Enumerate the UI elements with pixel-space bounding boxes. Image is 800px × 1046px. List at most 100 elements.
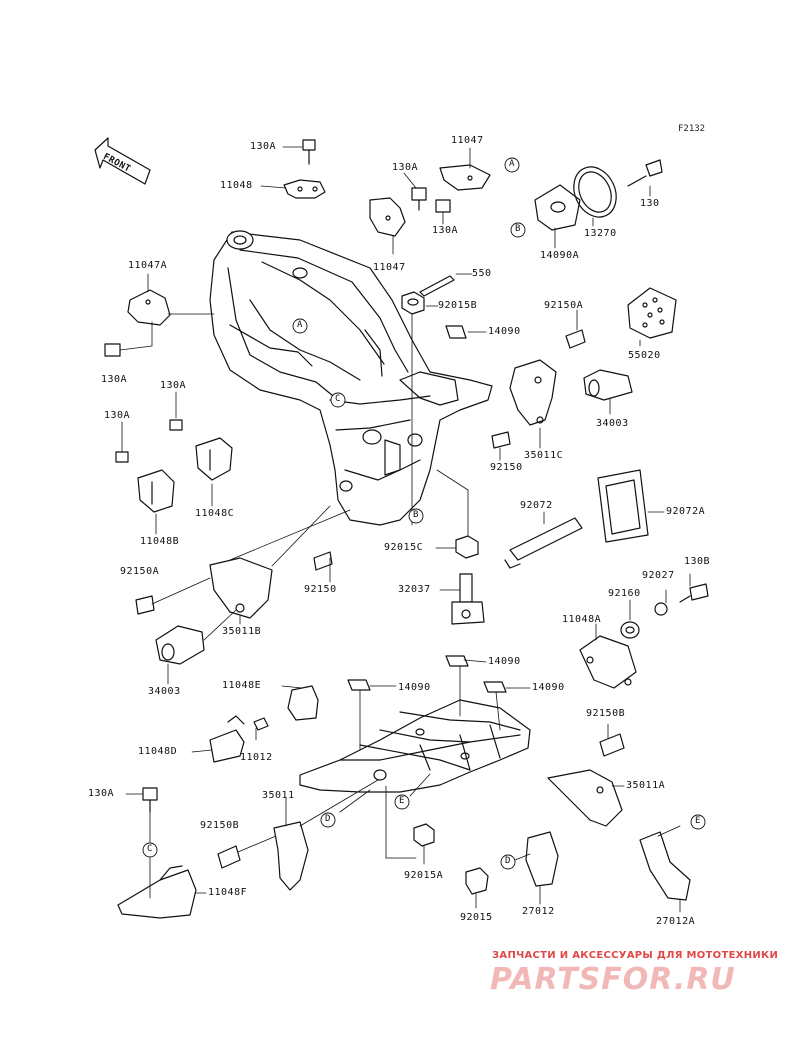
damper-32037 [451,573,485,625]
bracket-11047-mid [369,197,406,237]
nut-92015 [465,867,489,895]
part-11048F: 11048F [208,887,248,898]
bracket-11048A [579,635,637,689]
main-frame [209,230,493,526]
part-92015C: 92015C [384,542,424,553]
bracket-35011C [509,359,557,426]
pad-14090-a [445,325,467,339]
grommet-92160 [620,621,640,639]
bolt-130A-l3 [115,451,129,463]
bolt-92150A-left [135,595,155,615]
part-92150-mid: 92150 [490,462,523,473]
part-130-right: 130 [640,198,660,209]
bolt-92150-mid [491,431,511,449]
part-13270: 13270 [584,228,617,239]
bolt-130A-mid2 [435,199,451,213]
part-27012: 27012 [522,906,555,917]
bracket-11047-top [439,164,491,191]
part-55020: 55020 [628,350,661,361]
part-130A-mid: 130A [392,162,419,173]
part-92150B-right: 92150B [586,708,626,719]
callout-b-1: B [515,224,521,234]
part-11048E: 11048E [222,680,262,691]
footpeg-55020 [627,287,677,339]
bracket-11048B [137,469,175,513]
part-11048A: 11048A [562,614,602,625]
part-92150B-left: 92150B [200,820,240,831]
callout-c-2: C [147,844,153,854]
part-32037: 32037 [398,584,431,595]
strap-92072 [504,517,583,569]
bolt-130A-mid [411,187,427,211]
nut-92015A [413,823,435,847]
callout-d-1: D [325,814,331,824]
bolt-130A-l2 [169,419,183,431]
callout-d-2: D [505,856,511,866]
seal-13270 [573,166,617,218]
bolt-130B [679,583,709,603]
bracket-11048 [283,179,326,199]
pad-14090-c [347,679,371,691]
part-35011A: 35011A [626,780,666,791]
part-11048B: 11048B [140,536,180,547]
part-11047A: 11047A [128,260,168,271]
bolt-92150A-right [565,329,586,349]
part-92160: 92160 [608,588,641,599]
bolt-92150B-left [217,845,241,869]
bracket-11048E [287,685,319,721]
part-11047-top: 11047 [451,135,484,146]
front-arrow-icon [94,137,151,185]
gasket-14090A [534,184,581,231]
part-14090-b: 14090 [488,656,521,667]
part-130A-left: 130A [101,374,128,385]
part-11048C: 11048C [195,508,235,519]
part-130A-mid2: 130A [432,225,459,236]
part-92150-left: 92150 [304,584,337,595]
part-130A-l3: 130A [104,410,131,421]
part-130A-bottom: 130A [88,788,115,799]
part-14090-c: 14090 [398,682,431,693]
part-14090-a: 14090 [488,326,521,337]
part-14090-d: 14090 [532,682,565,693]
bracket-11048D [209,715,245,763]
peg-34003-right [583,369,633,401]
part-92015B: 92015B [438,300,478,311]
pin-550 [419,275,455,297]
part-34003-left: 34003 [148,686,181,697]
part-35011C: 35011C [524,450,564,461]
part-92015: 92015 [460,912,493,923]
cover-27012 [525,831,559,887]
bolt-92150-left [313,551,333,571]
part-27012A: 27012A [656,916,696,927]
callout-circles [142,157,706,870]
peg-34003-left [155,625,205,665]
part-34003-right: 34003 [596,418,629,429]
pad-14090-d [483,681,507,693]
part-92015A: 92015A [404,870,444,881]
bracket-35011B [209,557,273,619]
callout-a-1: A [509,159,515,169]
part-130A-top: 130A [250,141,277,152]
bush-92027 [654,602,668,616]
bracket-35011 [273,821,309,891]
bracket-11048F [117,865,197,919]
cover-27012A [639,831,691,901]
part-35011: 35011 [262,790,295,801]
callout-c-1: C [335,394,341,404]
bracket-11047A [127,289,171,326]
bolt-130A-bottom [142,787,158,813]
bolt-130 [627,159,663,187]
nut-92015C [455,535,479,559]
clip-11012 [253,717,269,731]
bolt-130A-left [104,343,121,357]
part-130A-l2: 130A [160,380,187,391]
part-92150A-right: 92150A [544,300,584,311]
part-92072: 92072 [520,500,553,511]
part-92150A-left: 92150A [120,566,160,577]
nut-92015B [401,291,425,315]
bolt-92150B-right [599,733,625,757]
pad-14090-b [445,655,469,667]
band-92072A [597,469,649,543]
callout-a-2: A [297,320,303,330]
